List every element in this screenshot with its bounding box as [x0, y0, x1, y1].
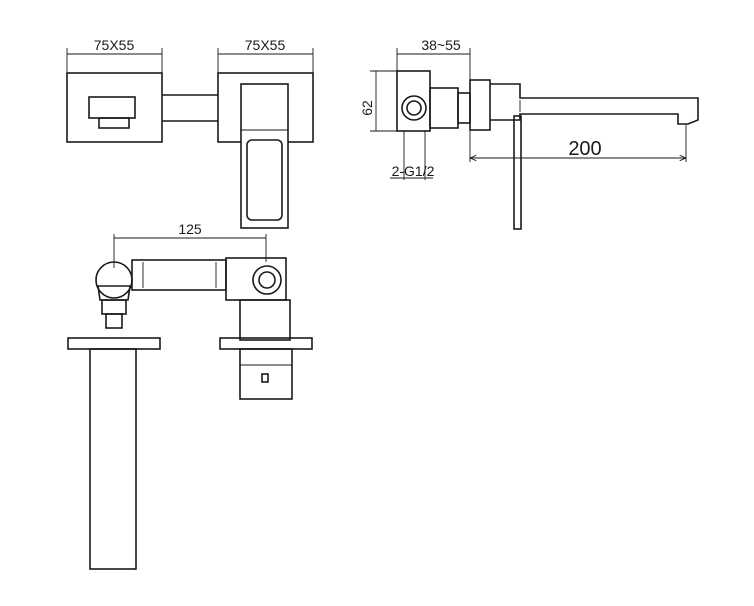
front-right-plate-dimension: 75X55 [245, 37, 286, 53]
side-height-dimension: 62 [359, 100, 375, 116]
side-depth-dimension: 38~55 [421, 37, 461, 53]
spout-length-dimension: 200 [568, 138, 601, 160]
top-view [67, 234, 313, 570]
front-view [66, 48, 314, 229]
thread-dimension: 2-G1/2 [392, 163, 435, 179]
centers-dimension: 125 [178, 221, 202, 237]
front-left-plate-dimension: 75X55 [94, 37, 135, 53]
side-view [370, 48, 699, 230]
